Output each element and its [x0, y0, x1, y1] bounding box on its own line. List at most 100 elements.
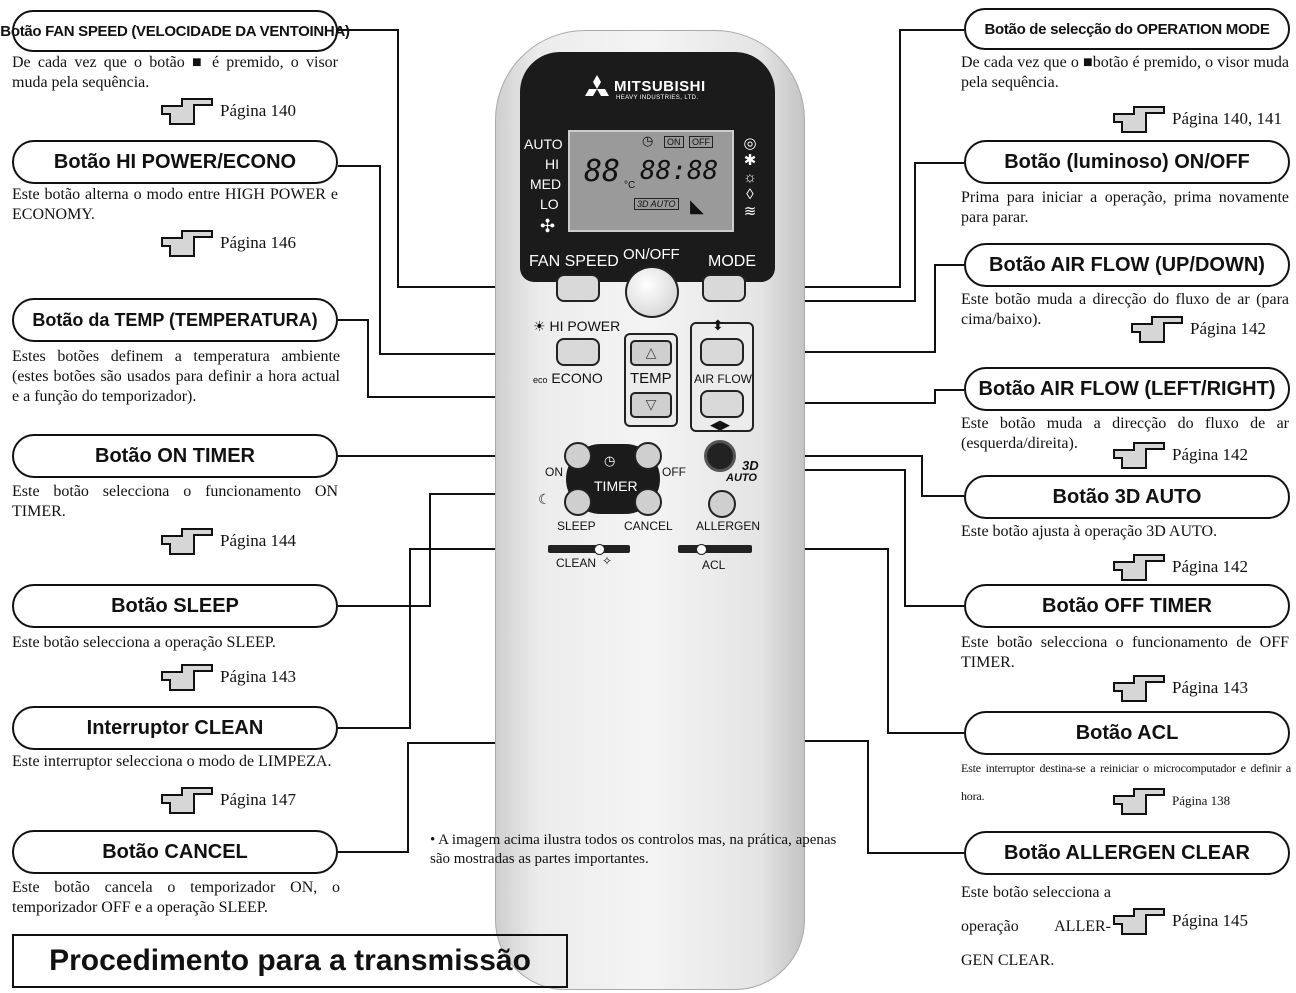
cancel-callout-text: Este botão cancela o temporizador ON, o … — [12, 879, 340, 916]
air-flow-left-right-page-ref: Página 142 — [1110, 438, 1248, 472]
page-ref-text: Página 142 — [1172, 557, 1249, 576]
3d-auto-label-bottom: AUTO — [726, 472, 757, 484]
on-label: ON — [545, 465, 563, 479]
acl-callout-text: Este interruptor destina-se a reiniciar … — [961, 761, 1291, 803]
clean-callout-text: Este interruptor selecciona o modo de LI… — [12, 753, 332, 770]
sleep-page-ref: Página 143 — [158, 660, 296, 694]
hi-power-callout-title: Botão HI POWER/ECONO — [12, 140, 338, 184]
3d-auto-callout-text: Este botão ajusta à operação 3D AUTO. — [961, 523, 1218, 540]
fan-speed-button[interactable] — [556, 274, 600, 302]
page-ref-text: Página 145 — [1172, 911, 1249, 930]
lcd-3dauto-indicator: 3D AUTO — [634, 198, 679, 210]
mode-callout-title: Botão de selecção do OPERATION MODE — [964, 8, 1290, 50]
page-ref-text: Página 138 — [1172, 793, 1231, 808]
page-ref-text: Página 144 — [220, 531, 297, 550]
on-off-callout-title: Botão (luminoso) ON/OFF — [964, 140, 1290, 184]
page-ref-text: Página 140, 141 — [1172, 109, 1283, 128]
brand-logo-icon — [582, 74, 612, 100]
acl-callout-title: Botão ACL — [964, 711, 1290, 755]
cancel-button[interactable] — [634, 488, 662, 516]
on-timer-callout-title: Botão ON TIMER — [12, 434, 338, 478]
lcd-off-indicator: OFF — [689, 136, 713, 148]
sleep-button[interactable] — [564, 488, 592, 516]
acl-label: ACL — [702, 558, 726, 572]
air-flow-left-right-callout-text: Este botão muda a direcção do fluxo de a… — [961, 415, 1289, 452]
page-ref-text: Página 142 — [1172, 445, 1249, 464]
timer-label: TIMER — [594, 478, 638, 494]
fan-speed-callout-title: Botão FAN SPEED (VELOCIDADE DA VENTOINHA… — [0, 10, 350, 52]
illustration-note: • A imagem acima ilustra todos os contro… — [430, 832, 837, 867]
temp-down-button[interactable]: ▽ — [630, 392, 672, 418]
lcd-lo-label: LO — [540, 196, 559, 212]
allergen-callout-text: Este botão selecciona a operação ALLER-G… — [961, 884, 1111, 969]
on-off-label: ON/OFF — [623, 246, 680, 263]
3d-auto-callout-title: Botão 3D AUTO — [964, 475, 1290, 519]
air-flow-left-right-button[interactable] — [700, 390, 744, 418]
pointing-hand-icon — [161, 664, 213, 691]
temp-callout-text: Estes botões definem a temperatura ambie… — [12, 348, 340, 405]
brand-subtitle: HEAVY INDUSTRIES, LTD. — [616, 95, 699, 101]
air-flow-up-down-callout-text: Este botão muda a direcção do fluxo de a… — [961, 291, 1289, 328]
clean-switch[interactable] — [548, 545, 630, 553]
fan-speed-callout-text: De cada vez que o botão ■ é premido, o v… — [12, 54, 338, 91]
allergen-callout-title: Botão ALLERGEN CLEAR — [964, 831, 1290, 875]
off-timer-page-ref: Página 143 — [1110, 671, 1248, 705]
lcd-auto-label: AUTO — [524, 136, 563, 152]
page-ref-text: Página 147 — [220, 790, 297, 809]
eco-icon: eco — [533, 375, 548, 385]
sleep-label: SLEEP — [557, 519, 596, 533]
page-ref-text: Página 143 — [1172, 678, 1249, 697]
hi-power-callout-text: Este botão alterna o modo entre HIGH POW… — [12, 186, 338, 223]
temp-label: TEMP — [630, 370, 672, 387]
lcd-degree: °C — [624, 180, 636, 191]
air-flow-left-right-callout-title: Botão AIR FLOW (LEFT/RIGHT) — [964, 367, 1290, 411]
air-flow-up-down-button[interactable] — [700, 338, 744, 366]
mode-page-ref: Página 140, 141 — [1110, 102, 1282, 136]
3d-auto-button[interactable] — [704, 440, 736, 472]
mode-label: MODE — [708, 253, 756, 270]
mode-icons: ◎✱☼◊≋ — [743, 136, 757, 220]
lcd-clock-digits: 88:88 — [640, 156, 719, 186]
clean-label: CLEAN — [556, 556, 597, 570]
sleep-callout-title: Botão SLEEP — [12, 584, 338, 628]
mode-callout-text: De cada vez que o ■botão é premido, o vi… — [961, 54, 1289, 91]
clean-callout-title: Interruptor CLEAN — [12, 706, 338, 750]
fan-speed-page-ref: Página 140 — [158, 94, 296, 128]
allergen-button[interactable] — [708, 490, 736, 518]
mode-button[interactable] — [702, 274, 746, 302]
on-off-button[interactable] — [625, 266, 679, 318]
air-flow-up-down-callout-title: Botão AIR FLOW (UP/DOWN) — [964, 243, 1290, 287]
pointing-hand-icon — [161, 787, 213, 814]
lcd-hi-label: HI — [545, 156, 559, 172]
econo-text: ECONO — [551, 370, 603, 386]
on-timer-callout-text: Este botão selecciona o funcionamento ON… — [12, 483, 338, 520]
on-timer-button[interactable] — [564, 442, 592, 470]
acl-switch[interactable] — [678, 545, 752, 553]
pointing-hand-icon — [1131, 316, 1183, 343]
pointing-hand-icon — [1113, 908, 1165, 935]
lcd-med-label: MED — [530, 176, 562, 192]
fan-icon: ✣ — [540, 216, 556, 236]
air-flow-up-down-page-ref: Página 142 — [1128, 312, 1266, 346]
temp-up-button[interactable]: △ — [630, 340, 672, 366]
off-timer-button[interactable] — [634, 442, 662, 470]
pointing-hand-icon — [1113, 106, 1165, 133]
up-down-arrow-icon: ⬍ — [712, 319, 724, 334]
cancel-callout-title: Botão CANCEL — [12, 830, 338, 874]
left-right-arrow-icon: ◀▶ — [710, 417, 730, 432]
clean-icon: ✧ — [602, 554, 613, 568]
on-off-callout-text: Prima para iniciar a operação, prima nov… — [961, 189, 1289, 226]
hi-power-label: ☀ HI POWER — [533, 318, 620, 335]
page-ref-text: Página 142 — [1190, 319, 1267, 338]
on-timer-page-ref: Página 144 — [158, 524, 296, 558]
fan-speed-label: FAN SPEED — [529, 253, 619, 270]
econo-label: eco ECONO — [533, 370, 603, 386]
pointing-hand-icon — [1113, 442, 1165, 469]
clean-page-ref: Página 147 — [158, 783, 296, 817]
pointing-hand-icon — [161, 98, 213, 125]
hi-power-icon: ☀ — [533, 318, 546, 334]
sleep-icon: ☾ — [538, 493, 551, 508]
acl-page-ref: Página 138 — [1110, 784, 1230, 818]
clock-icon: ◷ — [642, 133, 654, 148]
hi-power-econo-button[interactable] — [556, 338, 600, 366]
